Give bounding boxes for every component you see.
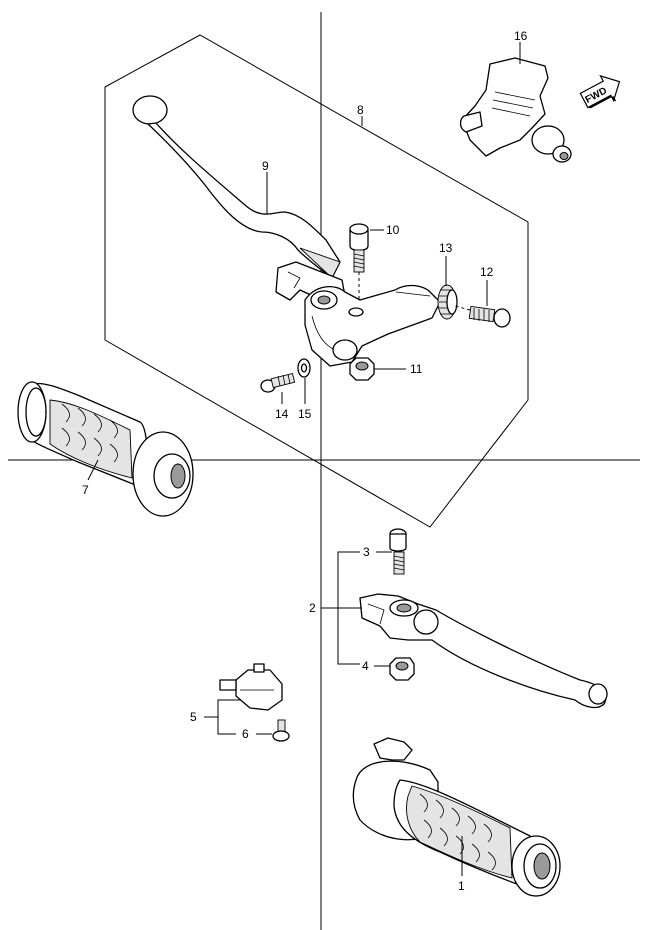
clutch-lever [132, 95, 346, 301]
leader-lines [87, 42, 521, 876]
callout-11: 11 [410, 362, 423, 376]
lever-bracket [304, 284, 441, 367]
callout-1: 1 [458, 879, 465, 893]
lever-2 [359, 593, 608, 709]
callout-5: 5 [190, 710, 197, 724]
callout-10: 10 [386, 223, 400, 237]
left-grip-7 [17, 381, 194, 517]
pivot-bolt-3 [389, 528, 407, 575]
lever-assembly-outline [104, 34, 529, 528]
right-grip-1 [352, 737, 561, 897]
callout-12: 12 [480, 265, 494, 279]
adjuster-ring-13 [437, 284, 458, 320]
adjuster-bolt-12 [454, 305, 511, 328]
callout-2: 2 [309, 601, 316, 615]
callout-8: 8 [357, 103, 364, 117]
screw-6 [272, 719, 290, 742]
nut-11 [349, 357, 375, 381]
callout-4: 4 [362, 659, 369, 673]
forward-direction-arrow: FWD [579, 74, 621, 109]
callout-6: 6 [242, 727, 249, 741]
switch-5 [219, 663, 283, 711]
callout-15: 15 [298, 407, 312, 421]
callout-7: 7 [82, 483, 89, 497]
callout-13: 13 [439, 241, 453, 255]
switch-cover-16 [459, 57, 572, 163]
callout-9: 9 [262, 159, 269, 173]
pivot-bolt-10 [349, 223, 369, 300]
screw-14 [260, 372, 296, 393]
washer-15 [297, 358, 311, 378]
callout-16: 16 [514, 29, 528, 43]
nut-4 [389, 657, 415, 681]
callout-3: 3 [363, 545, 370, 559]
callout-14: 14 [275, 407, 289, 421]
callout-numbers: 16 8 9 10 13 12 11 14 15 7 3 2 4 5 6 1 [82, 29, 528, 893]
